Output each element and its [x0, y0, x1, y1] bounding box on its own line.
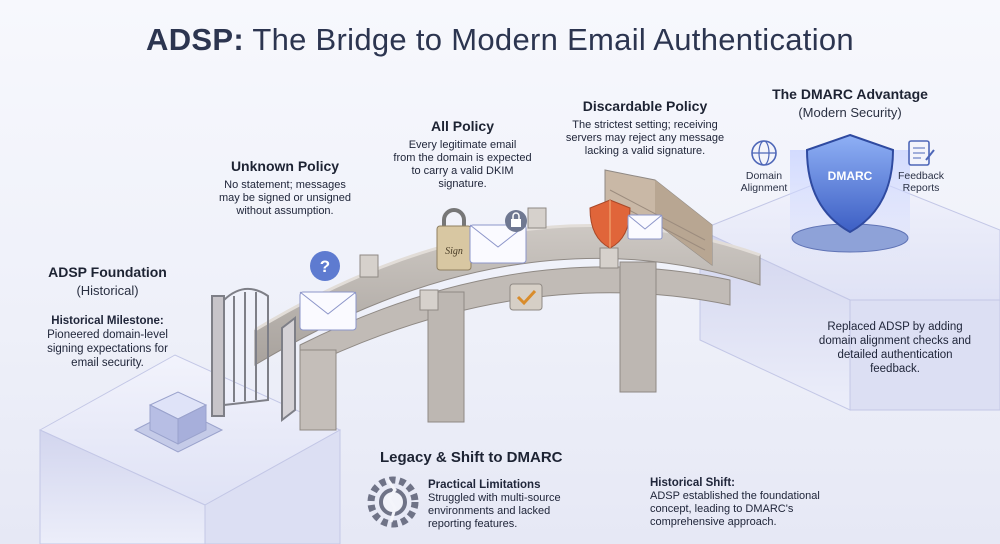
limitations-label: Practical Limitations [428, 479, 541, 491]
envelope-icon [469, 224, 527, 264]
shift-line: concept, leading to DMARC's [650, 503, 794, 515]
milestone-line: email security. [71, 357, 144, 369]
envelope-icon [627, 214, 663, 240]
shift-line: ADSP established the foundational [650, 490, 820, 502]
all-policy-line: from the domain is expected [393, 152, 532, 164]
discardable-policy-line: servers may reject any message [565, 132, 725, 144]
broken-gear-icon [367, 476, 419, 528]
foundation-block: ADSP Foundation (Historical) Historical … [20, 264, 195, 370]
foundation-subheading: (Historical) [76, 283, 139, 298]
envelope-icon [299, 291, 357, 331]
milestone-line: signing expectations for [47, 343, 168, 355]
small-lock-icon [505, 210, 527, 232]
unknown-policy-line: No statement; messages [224, 179, 346, 191]
unknown-policy-line: without assumption. [236, 205, 334, 217]
all-policy-line: signature. [438, 178, 487, 190]
replaced-line: detailed authentication [837, 349, 953, 361]
discardable-policy-heading: Discardable Policy [582, 98, 708, 114]
dmarc-subheading: (Modern Security) [798, 105, 902, 120]
all-policy-line: to carry a valid DKIM [411, 165, 514, 177]
dmarc-block: The DMARC Advantage (Modern Security) [745, 86, 955, 120]
unknown-policy-line: may be signed or unsigned [218, 192, 352, 204]
question-mark-icon: ? [310, 251, 340, 281]
gate [211, 288, 296, 423]
checkmark-icon [509, 283, 543, 311]
all-policy-line: Every legitimate email [408, 139, 517, 151]
discardable-policy-line: lacking a valid signature. [584, 145, 706, 157]
all-policy-heading: All Policy [430, 118, 495, 134]
shift-label: Historical Shift: [650, 477, 735, 489]
limitations-line: Struggled with multi-source [428, 492, 561, 504]
svg-text:?: ? [320, 257, 330, 276]
dmarc-replaced-block: Replaced ADSP by adding domain alignment… [800, 320, 990, 376]
dmarc-heading: The DMARC Advantage [772, 86, 928, 102]
milestone-line: Pioneered domain-level [47, 329, 168, 341]
adsp-foundation-platform [38, 354, 342, 544]
document-edit-icon [908, 140, 935, 166]
legacy-heading: Legacy & Shift to DMARC [380, 449, 563, 466]
padlock-icon: Sign [436, 208, 472, 271]
limitations-line: reporting features. [428, 518, 518, 530]
foundation-cube-icon [133, 391, 224, 453]
globe-icon [751, 140, 777, 166]
limitations-block: Practical Limitations Struggled with mul… [428, 478, 628, 531]
all-policy-block: All Policy Every legitimate email from t… [380, 118, 545, 191]
replaced-line: feedback. [870, 363, 920, 375]
discardable-policy-block: Discardable Policy The strictest setting… [550, 98, 740, 158]
svg-text:Sign: Sign [445, 246, 463, 257]
unknown-policy-block: Unknown Policy No statement; messages ma… [205, 158, 365, 218]
page-title: ADSP: The Bridge to Modern Email Authent… [146, 22, 854, 57]
svg-text:DMARC: DMARC [828, 169, 873, 183]
foundation-heading: ADSP Foundation [48, 264, 167, 280]
shift-block: Historical Shift: ADSP established the f… [650, 476, 860, 529]
replaced-line: domain alignment checks and [818, 335, 972, 347]
milestone-label: Historical Milestone: [51, 315, 164, 327]
dmarc-shield-icon: DMARC [791, 133, 909, 253]
replaced-line: Replaced ADSP by adding [827, 321, 963, 333]
shift-line: comprehensive approach. [650, 516, 777, 528]
limitations-line: environments and lacked [428, 505, 551, 517]
discardable-policy-line: The strictest setting; receiving [572, 119, 718, 131]
unknown-policy-heading: Unknown Policy [230, 158, 340, 174]
